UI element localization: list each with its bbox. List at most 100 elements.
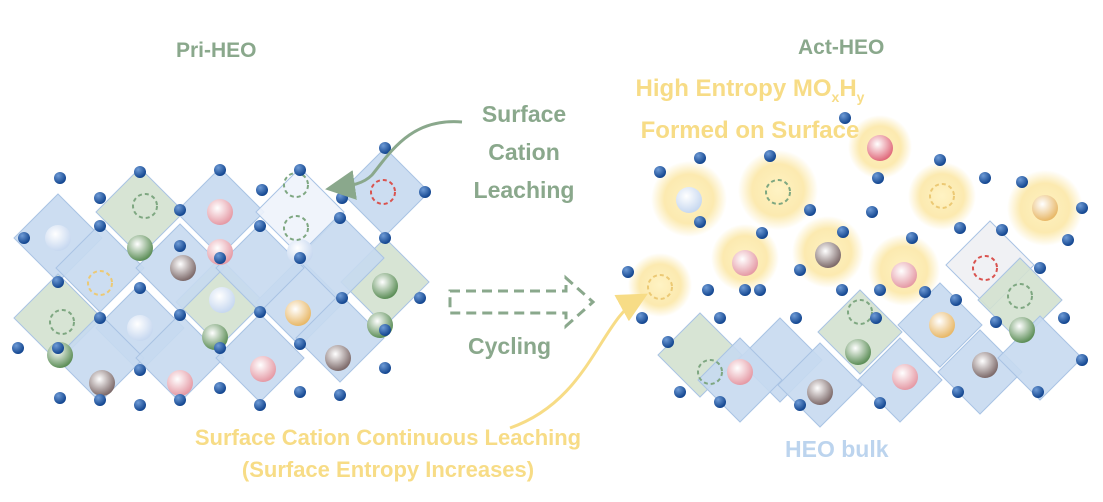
oxygen-atom xyxy=(379,142,391,154)
cation-vacancy xyxy=(647,274,673,300)
oxygen-atom xyxy=(214,252,226,264)
cation-atom xyxy=(325,345,351,371)
oxygen-atom xyxy=(334,389,346,401)
oxygen-atom xyxy=(1062,234,1074,246)
oxygen-atom xyxy=(694,152,706,164)
oxygen-atom xyxy=(336,292,348,304)
oxygen-atom xyxy=(754,284,766,296)
oxygen-atom xyxy=(52,342,64,354)
oxygen-atom xyxy=(804,204,816,216)
mox-glow xyxy=(908,162,976,230)
oxygen-atom xyxy=(54,172,66,184)
cation-atom xyxy=(45,225,71,251)
oxygen-atom xyxy=(134,364,146,376)
oxygen-atom xyxy=(794,264,806,276)
mox-sub-x: x xyxy=(831,88,840,105)
cation-vacancy xyxy=(87,270,113,296)
cation-vacancy xyxy=(972,255,998,281)
oxygen-atom xyxy=(94,220,106,232)
oxygen-atom xyxy=(1076,202,1088,214)
leach-line-1: Surface xyxy=(481,101,567,127)
cation-vacancy xyxy=(49,309,75,335)
cation-atom xyxy=(372,273,398,299)
oxygen-atom xyxy=(622,266,634,278)
oxygen-atom xyxy=(379,324,391,336)
cation-atom xyxy=(845,339,871,365)
octahedron xyxy=(340,147,430,237)
cation-atom xyxy=(250,356,276,382)
oxygen-atom xyxy=(134,166,146,178)
cation-vacancy xyxy=(132,193,158,219)
oxygen-atom xyxy=(174,309,186,321)
oxygen-atom xyxy=(174,240,186,252)
oxygen-atom xyxy=(18,232,30,244)
act-heo-title: Act-HEO xyxy=(798,36,885,59)
cation-vacancy xyxy=(847,299,873,325)
cation-atom xyxy=(89,370,115,396)
oxygen-atom xyxy=(254,399,266,411)
oxygen-atom xyxy=(214,164,226,176)
pri-heo-title: Pri-HEO xyxy=(176,39,257,62)
cont-line-1: Surface Cation Continuous Leaching xyxy=(194,425,582,450)
oxygen-atom xyxy=(1034,262,1046,274)
surface-cation-leaching-label: Surface Cation Leaching xyxy=(454,95,594,209)
cation-atom xyxy=(207,199,233,225)
oxygen-atom xyxy=(254,220,266,232)
oxygen-atom xyxy=(662,336,674,348)
oxygen-atom xyxy=(94,394,106,406)
arrows-layer xyxy=(325,120,648,430)
cation-atom xyxy=(815,242,841,268)
oxygen-atom xyxy=(952,386,964,398)
cation-atom xyxy=(807,379,833,405)
oxygen-atom xyxy=(379,362,391,374)
oxygen-atom xyxy=(1058,312,1070,324)
leach-line-3: Leaching xyxy=(473,177,575,203)
oxygen-atom xyxy=(294,386,306,398)
oxygen-atom xyxy=(979,172,991,184)
cation-atom xyxy=(732,250,758,276)
oxygen-atom xyxy=(874,284,886,296)
oxygen-atom xyxy=(134,282,146,294)
oxygen-atom xyxy=(837,226,849,238)
oxygen-atom xyxy=(214,342,226,354)
heo-bulk-label: HEO bulk xyxy=(785,436,889,462)
cation-atom xyxy=(1032,195,1058,221)
mox-glow xyxy=(738,150,818,230)
leach-line-2: Cation xyxy=(488,139,560,165)
oxygen-atom xyxy=(254,306,266,318)
cation-vacancy xyxy=(697,359,723,385)
cation-atom xyxy=(892,364,918,390)
mox-glow xyxy=(628,253,692,317)
oxygen-atom xyxy=(906,232,918,244)
cation-vacancy xyxy=(929,183,955,209)
mox-prefix: High Entropy MO xyxy=(635,75,832,102)
mox-line-1: High Entropy MOxHy xyxy=(590,72,910,114)
oxygen-atom xyxy=(990,316,1002,328)
oxygen-atom xyxy=(836,284,848,296)
oxygen-atom xyxy=(334,212,346,224)
oxygen-atom xyxy=(12,342,24,354)
oxygen-atom xyxy=(694,216,706,228)
cation-vacancy xyxy=(1007,283,1033,309)
continuous-leaching-label: Surface Cation Continuous Leaching (Surf… xyxy=(118,422,658,486)
leaching-arrow xyxy=(325,120,463,200)
oxygen-atom xyxy=(294,164,306,176)
cation-vacancy xyxy=(283,215,309,241)
cycling-arrow xyxy=(448,274,596,330)
oxygen-atom xyxy=(739,284,751,296)
oxygen-atom xyxy=(174,204,186,216)
oxygen-atom xyxy=(1076,354,1088,366)
oxygen-atom xyxy=(294,252,306,264)
oxygen-atom xyxy=(794,399,806,411)
mox-line-2: Formed on Surface xyxy=(640,116,860,144)
oxygen-atom xyxy=(52,276,64,288)
octahedron xyxy=(817,289,903,375)
cation-atom xyxy=(1009,317,1035,343)
oxygen-atom xyxy=(94,192,106,204)
oxygen-atom xyxy=(714,312,726,324)
continuous-leaching-arrow xyxy=(509,293,648,430)
oxygen-atom xyxy=(654,166,666,178)
high-entropy-mox-label: High Entropy MOxHy Formed on Surface xyxy=(590,72,910,148)
